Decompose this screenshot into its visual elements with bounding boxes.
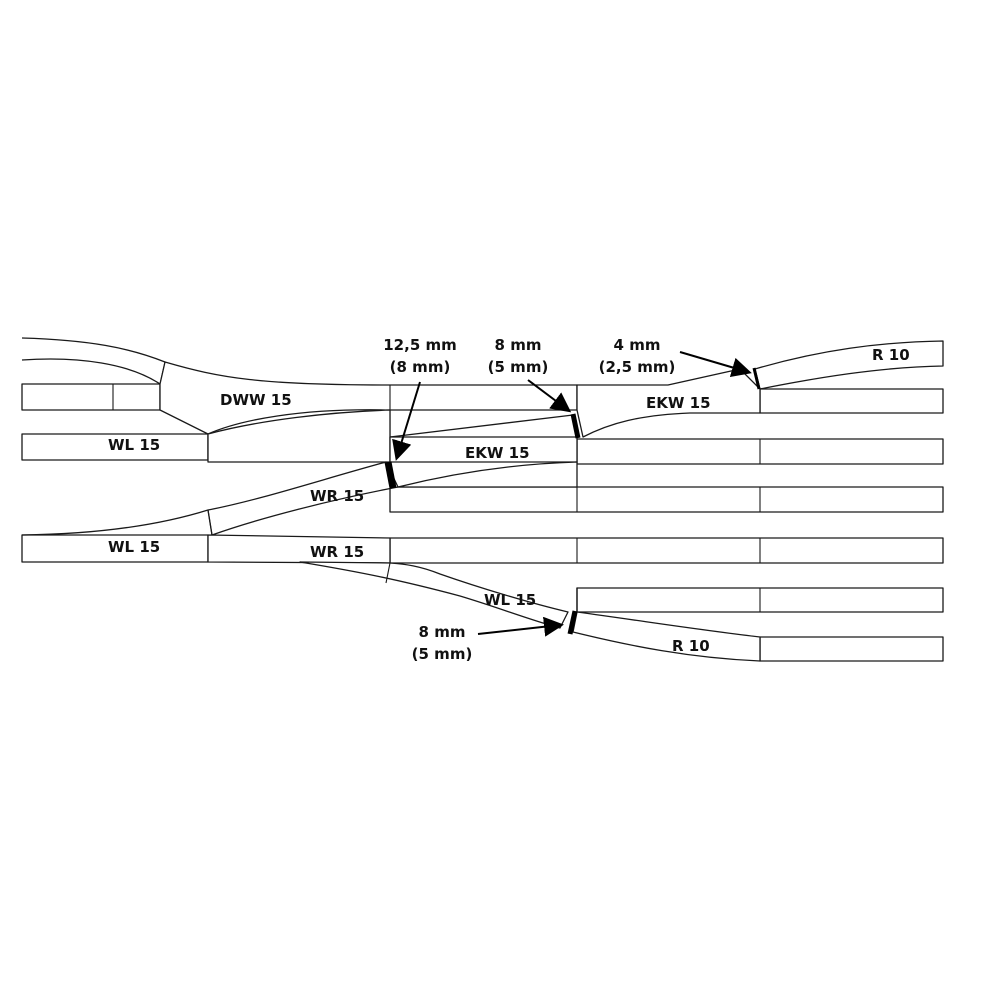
track-r10-top <box>754 340 944 390</box>
label-dww15: DWW 15 <box>220 391 292 409</box>
arrow-gap-small <box>679 351 752 378</box>
track-joint <box>207 509 213 536</box>
shims <box>384 367 761 635</box>
dim-medium-top-line2: (5 mm) <box>488 358 549 376</box>
track-straight-row1-a <box>21 383 161 411</box>
dim-medium-bottom-line1: 8 mm <box>419 623 466 641</box>
track-straight-row4-b <box>389 537 944 564</box>
turnout-dww15 <box>21 337 578 460</box>
turnout-wl15-upper <box>207 409 578 463</box>
arrow-gap-large <box>392 381 421 461</box>
track-straight-row6 <box>759 636 944 662</box>
dim-small-line2: (2,5 mm) <box>599 358 676 376</box>
shim-medium-top <box>570 413 581 439</box>
label-ekw15-upper: EKW 15 <box>646 394 711 412</box>
arrow-gap-medium-top <box>527 379 572 413</box>
track-labels: R 10 DWW 15 EKW 15 WL 15 EKW 15 WR 15 WL… <box>108 346 910 655</box>
label-wl15-middle: WL 15 <box>108 538 160 556</box>
curve-edge <box>21 337 166 363</box>
track-ekw15-upper-body <box>576 368 761 438</box>
dim-medium-top-line1: 8 mm <box>495 336 542 354</box>
label-r10-top: R 10 <box>872 346 910 364</box>
shim-medium-bottom <box>567 610 578 635</box>
dim-small-line1: 4 mm <box>614 336 661 354</box>
diagonal-edge <box>389 414 574 438</box>
dim-large-line2: (8 mm) <box>390 358 451 376</box>
label-ekw15-lower: EKW 15 <box>465 444 530 462</box>
shim-small <box>752 367 761 390</box>
track-straight-row4-a <box>21 534 209 563</box>
curve-edge <box>21 509 209 536</box>
track-r10-top-body <box>754 340 944 390</box>
dim-medium-bottom-line2: (5 mm) <box>412 645 473 663</box>
track-r10-bottom-body <box>572 587 761 662</box>
track-straight-row2-a <box>21 433 209 461</box>
label-r10-bottom: R 10 <box>672 637 710 655</box>
curve-edge <box>21 358 161 385</box>
label-wl15-upper: WL 15 <box>108 436 160 454</box>
track-wr15-upper-body <box>207 461 399 536</box>
arrows <box>392 351 752 637</box>
track-wl15-upper-body <box>207 409 391 463</box>
turnout-wl15-middle <box>21 509 213 536</box>
dim-large-line1: 12,5 mm <box>383 336 457 354</box>
track-straight-row1-b <box>759 388 944 414</box>
label-wr15-upper: WR 15 <box>310 487 364 505</box>
track-joint <box>385 562 391 584</box>
label-wr15-lower: WR 15 <box>310 543 364 561</box>
track-ekw15-middle-curve <box>397 461 578 488</box>
dimension-labels: 12,5 mm (8 mm) 8 mm (5 mm) 4 mm (2,5 mm)… <box>383 336 675 663</box>
label-wl15-lower: WL 15 <box>484 591 536 609</box>
track-straight-row3 <box>389 486 944 513</box>
straight-tracks <box>21 383 944 662</box>
turnout-wr15-upper <box>207 461 578 536</box>
turnout-ekw15-upper <box>389 368 761 438</box>
shim-large <box>384 461 397 489</box>
track-r10-bottom <box>572 587 761 662</box>
arrow-gap-medium-bottom <box>477 616 564 637</box>
